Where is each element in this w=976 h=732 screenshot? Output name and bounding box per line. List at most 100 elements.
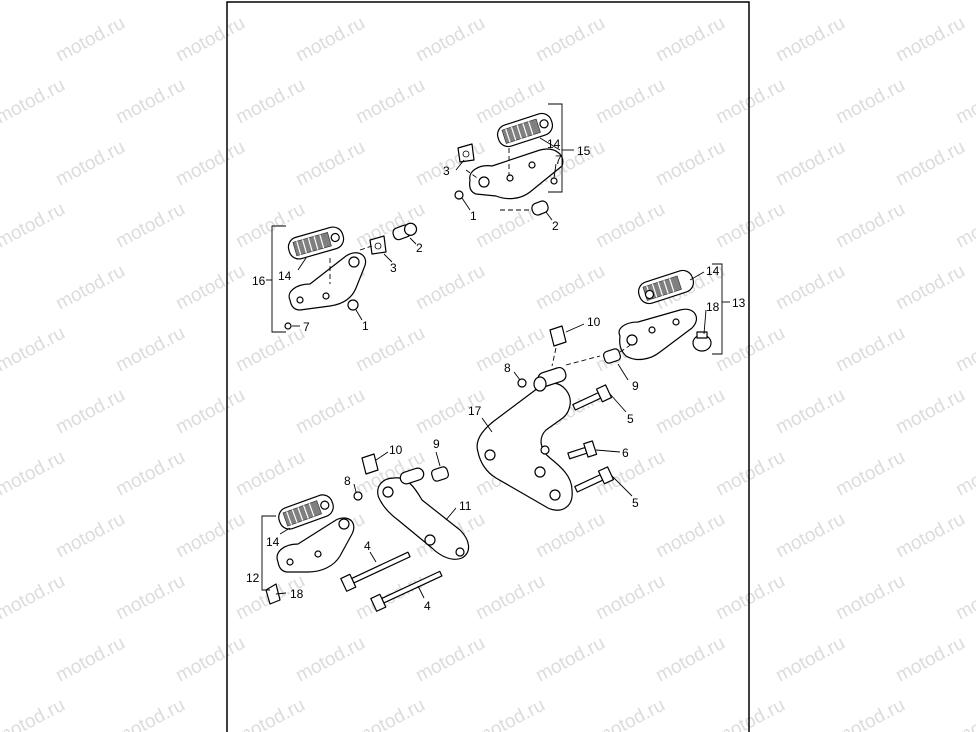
watermark-text: motod.ru (832, 0, 908, 4)
watermark-text: motod.ru (832, 571, 908, 625)
callout-labels: 15 14 7 3 1 2 16 14 2 3 1 7 14 18 13 10 … (246, 137, 746, 613)
watermark-text: motod.ru (832, 695, 908, 732)
watermark-text: motod.ru (52, 137, 128, 191)
watermark-text: motod.ru (112, 199, 188, 253)
watermark-text: motod.ru (832, 323, 908, 377)
footpeg-bracket-lower-left (276, 517, 355, 573)
watermark-text: motod.ru (52, 385, 128, 439)
watermark-text: motod.ru (52, 13, 128, 67)
watermark-text: motod.ru (472, 571, 548, 625)
callout-16: 16 (252, 274, 266, 288)
watermark-text: motod.ru (832, 199, 908, 253)
watermark-text: motod.ru (952, 695, 976, 732)
watermark-text: motod.ru (592, 199, 668, 253)
spring-clip-18-left (265, 583, 281, 605)
watermark-text: motod.ru (712, 571, 788, 625)
callout-7-left: 7 (303, 320, 310, 334)
watermark-text: motod.ru (232, 75, 308, 129)
callout-12: 12 (246, 571, 260, 585)
callout-3-left: 3 (390, 261, 397, 275)
washer-10-right (549, 325, 567, 347)
callout-8-lower: 8 (344, 474, 351, 488)
watermark-text: motod.ru (892, 633, 968, 687)
watermark-text: motod.ru (172, 261, 248, 315)
bolt-5-upper (572, 384, 613, 411)
watermark-text: motod.ru (352, 695, 428, 732)
watermark-text: motod.ru (892, 137, 968, 191)
callout-leaders (275, 137, 707, 599)
watermark-text: motod.ru (952, 199, 976, 253)
watermark-text: motod.ru (52, 509, 128, 563)
watermark-text: motod.ru (532, 261, 608, 315)
watermark-text: motod.ru (952, 447, 976, 501)
bolt-4-lower (370, 570, 443, 612)
watermark-text: motod.ru (652, 137, 728, 191)
watermark-text: motod.ru (112, 447, 188, 501)
watermark-text: motod.ru (712, 199, 788, 253)
watermark-text: motod.ru (712, 447, 788, 501)
callout-4-lower: 4 (424, 599, 431, 613)
watermark-text: motod.ru (532, 13, 608, 67)
callout-18-right: 18 (706, 300, 720, 314)
watermark-text: motod.ru (532, 633, 608, 687)
spring-clip-18-right (692, 331, 712, 352)
watermark-text: motod.ru (652, 633, 728, 687)
watermark-text: motod.ru (772, 137, 848, 191)
watermark-text: motod.ru (0, 0, 69, 4)
callout-2-top: 2 (552, 219, 559, 233)
watermark-text: motod.ru (232, 695, 308, 732)
watermark-text: motod.ru (412, 633, 488, 687)
watermark-text: motod.ru (0, 695, 69, 732)
watermark-text: motod.ru (892, 509, 968, 563)
bolt-6 (567, 440, 598, 460)
watermark-text: motod.ru (772, 385, 848, 439)
callout-14-top: 14 (547, 137, 561, 151)
watermark-text: motod.ru (232, 323, 308, 377)
watermark-text: motod.ru (892, 13, 968, 67)
nut-7-top (550, 177, 558, 185)
callout-14-right: 14 (706, 264, 720, 278)
bolt-4-upper (340, 551, 411, 592)
callout-14-lower: 14 (266, 535, 280, 549)
watermark-text: motod.ru (172, 385, 248, 439)
bolt-5-lower (574, 466, 615, 493)
callout-17: 17 (468, 404, 482, 418)
watermark-text: motod.ru (952, 75, 976, 129)
watermark-text: motod.ru (292, 385, 368, 439)
pin-9-lower (430, 466, 450, 482)
callout-1-top: 1 (470, 209, 477, 223)
watermark-text: motod.ru (412, 13, 488, 67)
watermark-text: motod.ru (112, 571, 188, 625)
watermark-text: motod.ru (0, 447, 69, 501)
watermark-text: motod.ru (892, 385, 968, 439)
watermark-text: motod.ru (592, 75, 668, 129)
watermark-text: motod.ru (532, 509, 608, 563)
watermark-text: motod.ru (832, 75, 908, 129)
watermark-text: motod.ru (0, 75, 69, 129)
washer-10-lower (361, 453, 379, 475)
watermark-text: motod.ru (112, 695, 188, 732)
watermark-text: motod.ru (772, 509, 848, 563)
watermark-text: motod.ru (952, 0, 976, 4)
callout-13: 13 (732, 296, 746, 310)
nut-8-lower (353, 491, 363, 501)
footpeg-rubber-upper-right (496, 112, 554, 148)
watermark-text: motod.ru (52, 633, 128, 687)
callout-18-left: 18 (290, 587, 304, 601)
callout-9-right: 9 (632, 379, 639, 393)
callout-10-right: 10 (587, 315, 601, 329)
nut-1-top (454, 190, 464, 200)
watermark-text: motod.ru (652, 385, 728, 439)
watermark-text: motod.ru (412, 261, 488, 315)
diagram-frame (226, 1, 750, 732)
callout-1-left: 1 (362, 319, 369, 333)
callout-6: 6 (622, 446, 629, 460)
watermark-text: motod.ru (232, 447, 308, 501)
watermark-text: motod.ru (172, 633, 248, 687)
watermark-text: motod.ru (652, 509, 728, 563)
callout-8-right: 8 (504, 361, 511, 375)
footpeg-bracket-lower-right (618, 308, 697, 361)
watermark-text: motod.ru (0, 323, 69, 377)
watermark-text: motod.ru (952, 571, 976, 625)
watermark-text: motod.ru (772, 261, 848, 315)
